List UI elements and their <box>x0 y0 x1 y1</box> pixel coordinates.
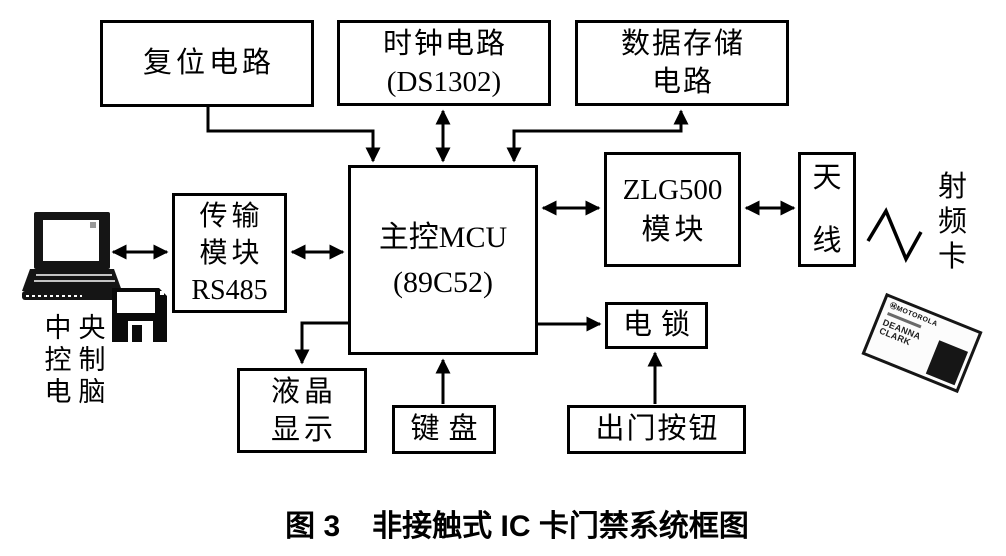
box-label-line: 键盘 <box>410 413 487 445</box>
connector-mcu-to-lcd <box>294 321 348 365</box>
box-label-line: ZLG500 <box>622 173 723 206</box>
label-line: 电脑 <box>44 377 113 407</box>
figure-title: 非接触式 IC 卡门禁系统框图 <box>372 510 749 543</box>
box-label-line: 模块 <box>641 213 708 246</box>
connector-storage-mcu <box>506 109 689 163</box>
box-label-line: RS485 <box>191 274 268 306</box>
label-char: 频 <box>938 206 968 238</box>
box-main-mcu: 主控MCU (89C52) <box>348 165 538 355</box>
box-label-line: 复位电路 <box>142 47 275 79</box>
label-line: 中央 <box>44 313 113 343</box>
box-data-storage-circuit: 数据存储 电路 <box>575 20 789 106</box>
rf-card-label: 射 频 卡 <box>938 172 967 272</box>
box-electric-lock: 电锁 <box>605 302 708 349</box>
box-zlg500-module: ZLG500 模块 <box>604 152 741 267</box>
box-clock-circuit: 时钟电路 (DS1302) <box>337 20 551 106</box>
label-char: 卡 <box>938 241 968 273</box>
connector-reset-to-mcu <box>206 106 381 163</box>
box-transmission-module: 传输 模块 RS485 <box>172 193 287 313</box>
box-label-line: 主控MCU <box>378 221 508 254</box>
box-antenna: 天 线 <box>798 152 856 267</box>
box-lcd-display: 液晶 显示 <box>237 368 367 453</box>
box-label-line: (DS1302) <box>386 66 502 98</box>
box-reset-circuit: 复位电路 <box>100 20 314 107</box>
box-label-line: 模块 <box>199 237 264 269</box>
box-label-line: 出门按钮 <box>595 413 720 445</box>
central-computer-label: 中央 控制 电脑 <box>33 312 117 408</box>
box-label-line: 时钟电路 <box>382 28 507 60</box>
figure-caption: 图 3 非接触式 IC 卡门禁系统框图 <box>14 501 1006 545</box>
box-label-line: 传输 <box>199 200 264 232</box>
label-line: 控制 <box>44 345 113 375</box>
box-label-line: 显示 <box>270 413 337 446</box>
box-exit-button: 出门按钮 <box>567 405 746 454</box>
box-label-line: 数据存储 <box>620 28 745 60</box>
label-char: 射 <box>938 171 968 203</box>
floppy-disk-icon <box>112 288 167 342</box>
figure-number: 图 3 <box>285 510 341 543</box>
box-label-line: 电路 <box>651 66 714 98</box>
box-label-line: (89C52) <box>393 266 493 299</box>
box-keyboard: 键盘 <box>392 405 496 454</box>
card-photo <box>925 340 969 386</box>
box-label-line: 天 <box>812 162 842 194</box>
laptop-icon <box>22 212 123 300</box>
box-label-line: 液晶 <box>270 375 337 408</box>
box-label-line: 线 <box>812 225 842 257</box>
box-label-line: 电锁 <box>622 309 699 341</box>
radio-wave-icon <box>866 207 923 264</box>
